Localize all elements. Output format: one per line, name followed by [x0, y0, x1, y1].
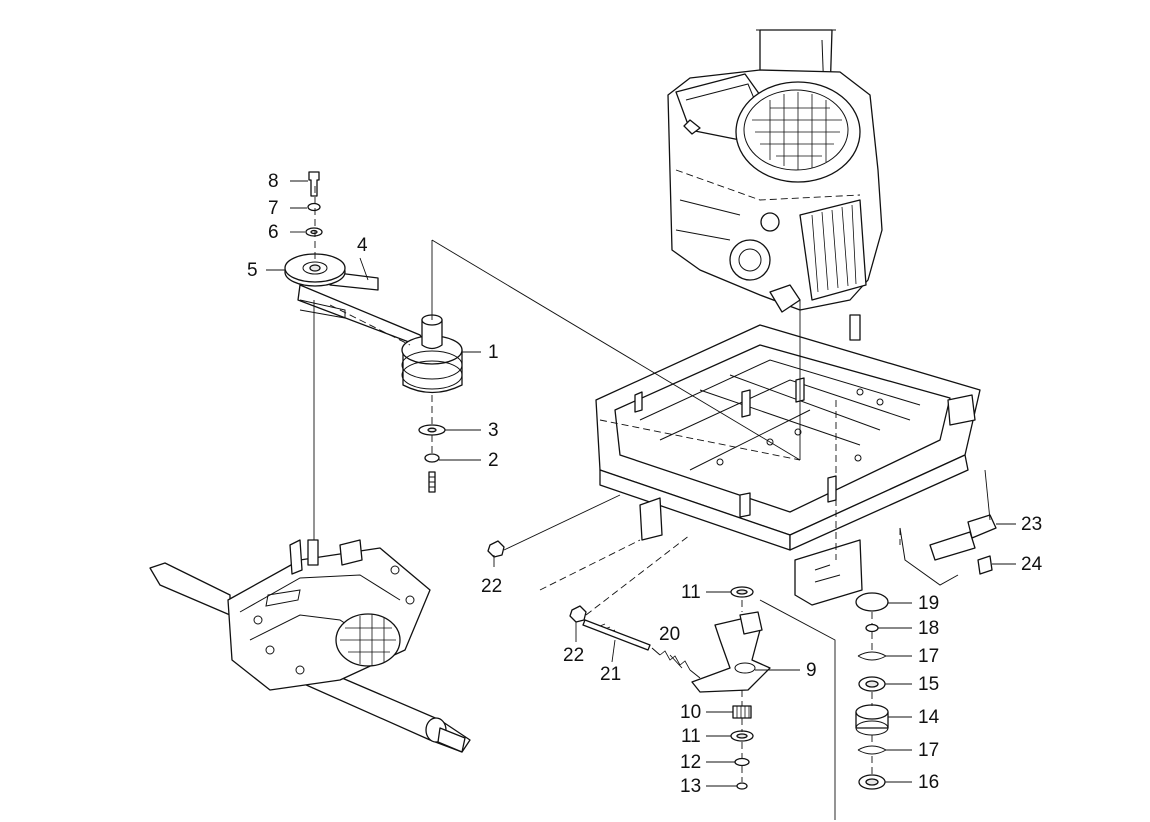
pulley-assembly [284, 171, 463, 493]
callout-8: 8 [268, 171, 279, 192]
callout-leaders [266, 180, 1016, 787]
callout-10: 10 [680, 702, 702, 723]
callout-11-upper: 11 [681, 582, 701, 603]
callout-5: 5 [247, 260, 258, 281]
callout-14: 14 [918, 707, 940, 728]
callout-2: 2 [488, 450, 499, 471]
callout-18: 18 [918, 618, 940, 639]
bearing-stack [855, 555, 993, 790]
callout-4: 4 [357, 235, 368, 256]
callout-3: 3 [488, 420, 499, 441]
callout-12: 12 [680, 752, 702, 773]
callout-6: 6 [268, 222, 279, 243]
callout-15: 15 [918, 674, 940, 695]
callout-9: 9 [806, 660, 817, 681]
callout-16: 16 [918, 772, 940, 793]
assembly-lines [313, 186, 991, 820]
callout-13: 13 [680, 776, 702, 797]
callout-20: 20 [659, 624, 681, 645]
callout-17-lower: 17 [918, 740, 940, 761]
callout-1: 1 [488, 342, 499, 363]
mower-frame [595, 324, 997, 606]
callout-21: 21 [600, 664, 622, 685]
callout-22-lower: 22 [563, 645, 585, 666]
control-arm-assembly [487, 540, 771, 790]
callout-19: 19 [918, 593, 940, 614]
callout-23: 23 [1021, 514, 1043, 535]
transaxle [149, 539, 471, 753]
engine [667, 29, 883, 341]
callout-7: 7 [268, 198, 279, 219]
callout-17-upper: 17 [918, 646, 940, 667]
callout-24: 24 [1021, 554, 1043, 575]
callout-22-upper: 22 [481, 576, 503, 597]
callout-11-lower: 11 [681, 726, 701, 747]
